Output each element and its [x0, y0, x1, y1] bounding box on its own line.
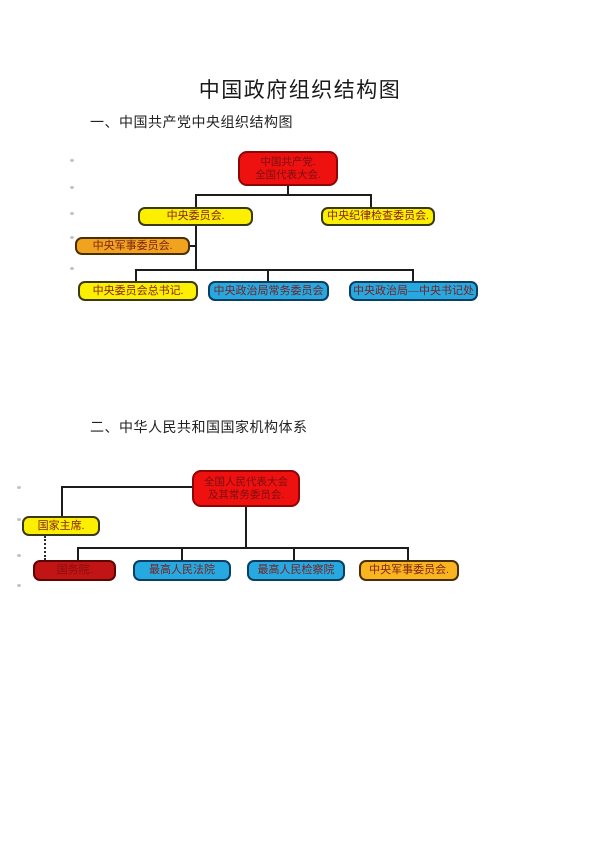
margin-mark: [70, 159, 74, 162]
connector-line: [195, 194, 197, 207]
connector-line: [407, 547, 409, 560]
node-label: 及其常务委员会.: [207, 489, 285, 501]
node-military-commission: 中央军事委员会.: [75, 237, 190, 255]
connector-line: [135, 269, 137, 281]
connector-line: [195, 194, 372, 196]
node-politburo-secretariat: 中央政治局—中央书记处: [349, 281, 478, 301]
node-party-congress: 中国共产党. 全国代表大会.: [238, 151, 338, 186]
node-label: 全国人民代表大会: [204, 476, 288, 488]
connector-line: [245, 507, 247, 549]
connector-line: [77, 547, 79, 560]
node-president: 国家主席.: [22, 516, 100, 536]
connector-line: [370, 194, 372, 207]
connector-line: [412, 269, 414, 281]
margin-mark: [17, 518, 21, 521]
connector-line: [267, 269, 269, 281]
node-central-military-commission: 中央军事委员会.: [359, 560, 459, 581]
margin-mark: [17, 554, 21, 557]
node-central-committee: 中央委员会.: [138, 207, 253, 226]
connector-line: [293, 547, 295, 560]
connector-line: [287, 186, 289, 196]
node-label: 全国代表大会.: [255, 169, 321, 181]
node-supreme-procuratorate: 最高人民检察院: [247, 560, 345, 581]
section1-heading: 一、中国共产党中央组织结构图: [90, 116, 293, 131]
node-politburo-standing-committee: 中央政治局常务委员会: [208, 281, 329, 301]
margin-mark: [70, 236, 74, 239]
page-title: 中国政府组织结构图: [198, 78, 402, 102]
margin-mark: [70, 186, 74, 189]
node-national-peoples-congress: 全国人民代表大会 及其常务委员会.: [192, 470, 300, 507]
node-general-secretary: 中央委员会总书记.: [78, 281, 198, 301]
connector-line: [61, 486, 192, 488]
connector-line: [77, 547, 409, 549]
node-label: 中国共产党.: [260, 156, 316, 168]
node-state-council: 国务院.: [33, 560, 116, 581]
connector-line: [195, 226, 197, 271]
margin-mark: [17, 486, 21, 489]
connector-line: [135, 269, 414, 271]
connector-line: [61, 486, 63, 516]
margin-mark: [70, 267, 74, 270]
connector-line: [181, 547, 183, 560]
node-discipline-commission: 中央纪律检查委员会.: [321, 207, 435, 226]
connector-line: [189, 245, 197, 247]
section2-heading: 二、中华人民共和国国家机构体系: [90, 421, 308, 436]
node-supreme-court: 最高人民法院: [133, 560, 231, 581]
margin-mark: [70, 212, 74, 215]
dotted-connector-line: [44, 536, 46, 560]
margin-mark: [17, 584, 21, 587]
